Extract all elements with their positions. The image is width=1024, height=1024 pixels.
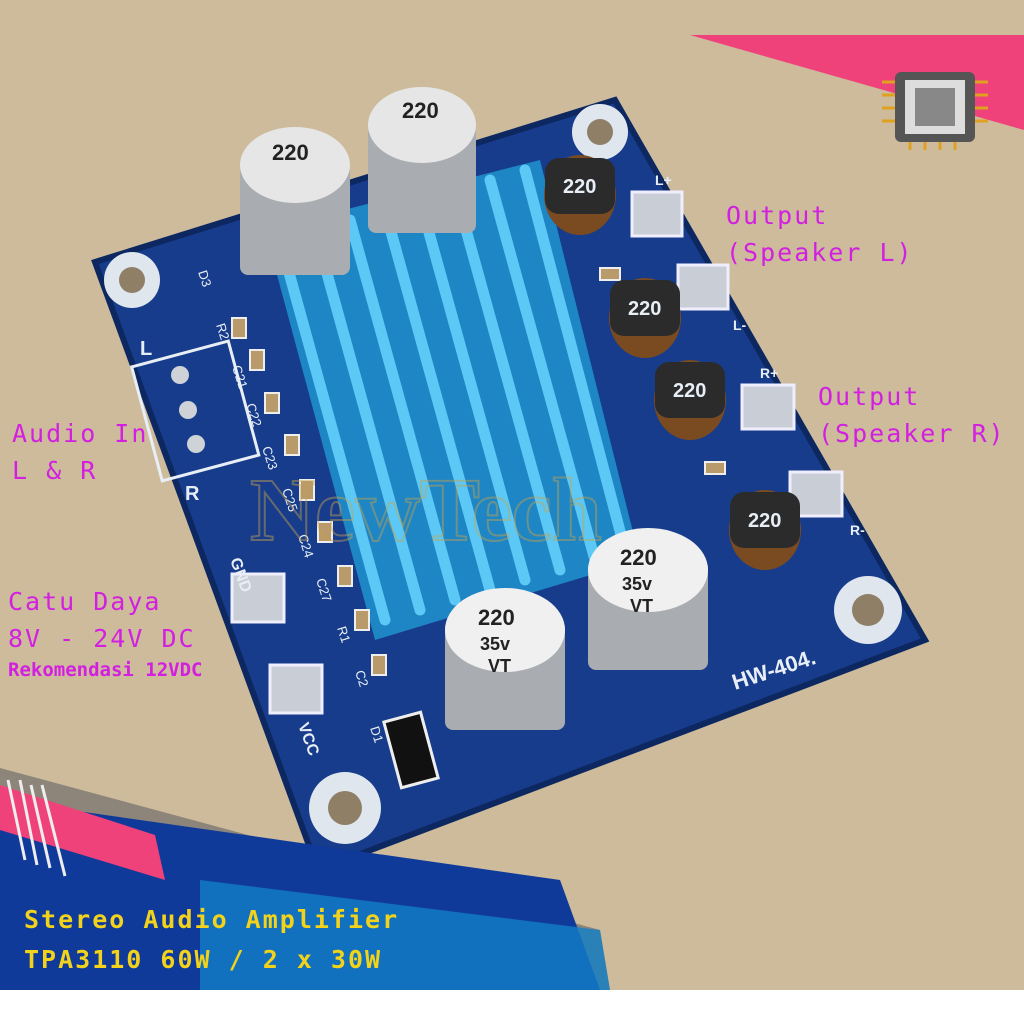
svg-text:220: 220 <box>402 98 439 123</box>
output-speaker-right-label: Output(Speaker R) <box>818 382 1006 448</box>
label-c24: C24 <box>295 532 317 559</box>
capacitors <box>240 87 708 730</box>
label-c22: C22 <box>243 401 265 428</box>
board-illustration: C21 C22 C23 C25 C24 C27 R1 C2 R2 D3 D1 2… <box>0 35 1024 990</box>
watermark: NewTech <box>250 461 602 560</box>
power-recommendation-label: Rekomendasi 12VDC <box>8 659 203 681</box>
inductor-marking: 220 <box>673 380 706 402</box>
label-c27: C27 <box>313 576 335 603</box>
diode <box>382 710 440 790</box>
bottom-banner <box>0 768 610 990</box>
product-photo: C21 C22 C23 C25 C24 C27 R1 C2 R2 D3 D1 2… <box>0 0 1024 990</box>
label-r1: R1 <box>334 624 353 644</box>
inductor-marking: 220 <box>748 510 781 532</box>
smd-components <box>231 267 726 676</box>
left-label: L <box>140 338 152 360</box>
inductor-marking: 220 <box>563 176 596 198</box>
svg-text:VT: VT <box>630 596 653 616</box>
svg-text:220: 220 <box>620 545 657 570</box>
svg-text:35v: 35v <box>622 574 652 594</box>
inductor-marking: 220 <box>628 298 661 320</box>
chip-logo-icon <box>882 72 988 150</box>
label-c25: C25 <box>279 486 301 513</box>
svg-text:35v: 35v <box>480 634 510 654</box>
label-r2: R2 <box>213 321 232 341</box>
capacitor-markings: 220 220 220 220 35v 35v VT VT <box>272 98 657 676</box>
component-designators: C21 C22 C23 C25 C24 C27 R1 C2 R2 D3 D1 <box>195 268 386 744</box>
l-plus-label: L+ <box>655 172 672 188</box>
label-c21: C21 <box>229 363 251 390</box>
svg-text:VT: VT <box>488 656 511 676</box>
heatsink <box>265 160 640 640</box>
inductors <box>544 155 801 570</box>
terminal-pads <box>230 190 844 715</box>
svg-text:220: 220 <box>272 140 309 165</box>
label-c23: C23 <box>259 444 281 471</box>
label-d3: D3 <box>195 268 214 288</box>
label-d1: D1 <box>367 724 386 744</box>
r-minus-label: R- <box>850 522 865 538</box>
output-speaker-left-label: Output(Speaker L) <box>726 201 914 267</box>
right-label: R <box>185 483 200 505</box>
r-plus-label: R+ <box>760 365 778 381</box>
l-minus-label: L- <box>733 317 747 333</box>
banner-subtitle: TPA3110 60W / 2 x 30W <box>24 945 383 974</box>
label-c2: C2 <box>352 668 371 688</box>
banner-title: Stereo Audio Amplifier <box>24 905 400 934</box>
svg-text:220: 220 <box>478 605 515 630</box>
